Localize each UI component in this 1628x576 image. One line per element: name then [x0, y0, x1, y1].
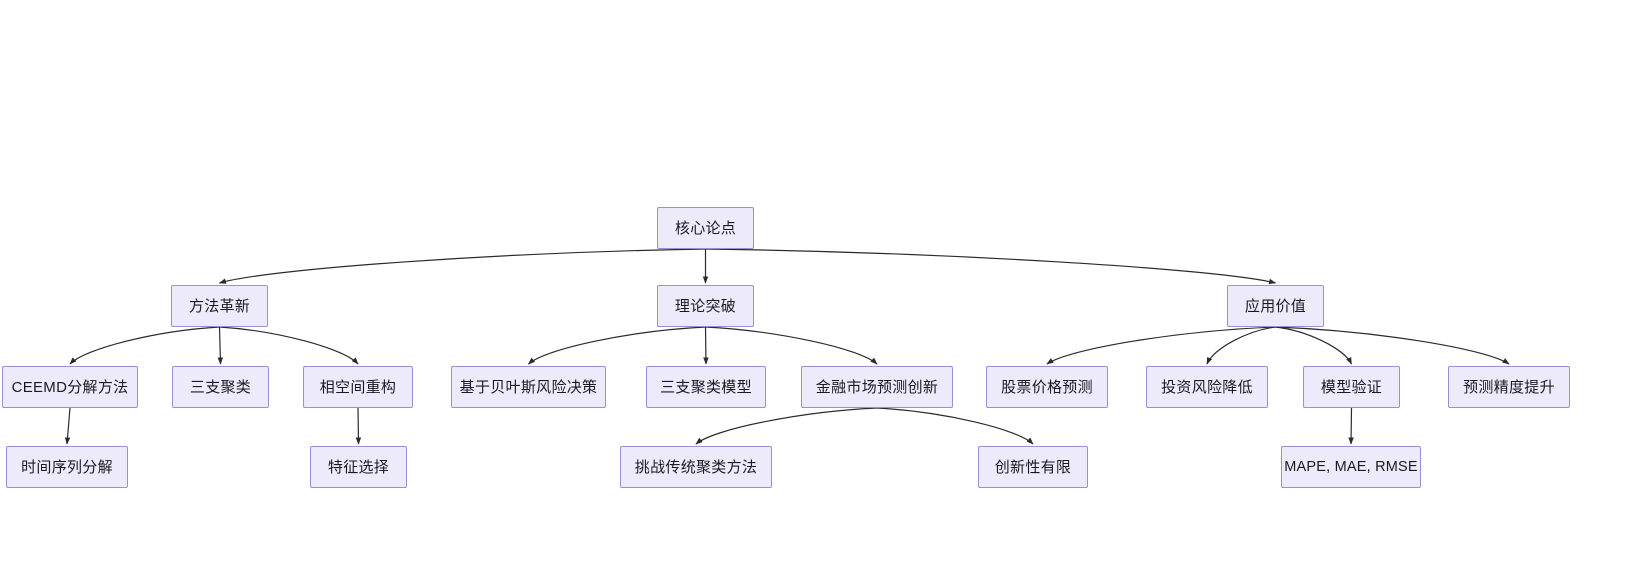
node-label: 时间序列分解: [21, 458, 113, 476]
edge-branch3-to-a3: [1275, 326, 1353, 365]
edge-t3-to-t3a: [695, 407, 878, 445]
edge-branch3-to-a4: [1275, 326, 1510, 365]
edge-m3-to-m3a: [355, 407, 362, 445]
node-t3[interactable]: 金融市场预测创新: [801, 366, 953, 408]
node-t3b[interactable]: 创新性有限: [978, 446, 1088, 488]
node-label: CEEMD分解方法: [11, 378, 129, 396]
edge-branch2-to-t1: [527, 326, 706, 365]
node-label: 理论突破: [674, 297, 737, 315]
node-label: 模型验证: [1320, 378, 1383, 396]
node-label: 应用价值: [1244, 297, 1307, 315]
edge-branch1-to-m1: [69, 326, 220, 365]
node-label: 股票价格预测: [1001, 378, 1093, 396]
node-label: 投资风险降低: [1161, 378, 1253, 396]
edge-m1-to-m1a: [64, 407, 71, 445]
node-label: 创新性有限: [994, 458, 1072, 476]
node-m1a[interactable]: 时间序列分解: [6, 446, 128, 488]
node-m3[interactable]: 相空间重构: [303, 366, 413, 408]
edge-branch1-to-m3: [219, 326, 359, 365]
node-label: MAPE, MAE, RMSE: [1284, 458, 1418, 475]
node-branch3[interactable]: 应用价值: [1227, 285, 1324, 327]
node-label: 三支聚类模型: [660, 378, 752, 396]
node-label: 挑战传统聚类方法: [634, 458, 758, 476]
edge-branch1-to-m2: [217, 326, 224, 365]
node-t1[interactable]: 基于贝叶斯风险决策: [451, 366, 606, 408]
edge-branch2-to-t3: [705, 326, 878, 365]
node-label: 金融市场预测创新: [815, 378, 939, 396]
edge-a3-to-a3a: [1348, 407, 1354, 445]
node-label: 预测精度提升: [1463, 378, 1555, 396]
node-a4[interactable]: 预测精度提升: [1448, 366, 1570, 408]
node-a1[interactable]: 股票价格预测: [986, 366, 1108, 408]
node-label: 基于贝叶斯风险决策: [459, 378, 598, 396]
node-branch1[interactable]: 方法革新: [171, 285, 268, 327]
node-branch2[interactable]: 理论突破: [657, 285, 754, 327]
node-m3a[interactable]: 特征选择: [310, 446, 407, 488]
node-m2[interactable]: 三支聚类: [172, 366, 269, 408]
edge-root-to-branch3: [705, 248, 1277, 285]
edge-branch3-to-a2: [1206, 326, 1276, 365]
node-label: 三支聚类: [189, 378, 252, 396]
node-t3a[interactable]: 挑战传统聚类方法: [620, 446, 772, 488]
node-label: 核心论点: [674, 219, 737, 237]
node-a3a[interactable]: MAPE, MAE, RMSE: [1281, 446, 1421, 488]
node-label: 方法革新: [188, 297, 251, 315]
node-label: 相空间重构: [319, 378, 397, 396]
node-m1[interactable]: CEEMD分解方法: [2, 366, 138, 408]
edge-paths: [64, 248, 1510, 445]
edge-t3-to-t3b: [876, 407, 1034, 445]
node-a2[interactable]: 投资风险降低: [1146, 366, 1268, 408]
edge-root-to-branch1: [218, 248, 706, 284]
node-a3[interactable]: 模型验证: [1303, 366, 1400, 408]
edge-branch3-to-a1: [1046, 326, 1276, 365]
node-label: 特征选择: [327, 458, 390, 476]
node-t2[interactable]: 三支聚类模型: [646, 366, 766, 408]
edge-branch2-to-t2: [703, 326, 709, 365]
node-root[interactable]: 核心论点: [657, 207, 754, 249]
